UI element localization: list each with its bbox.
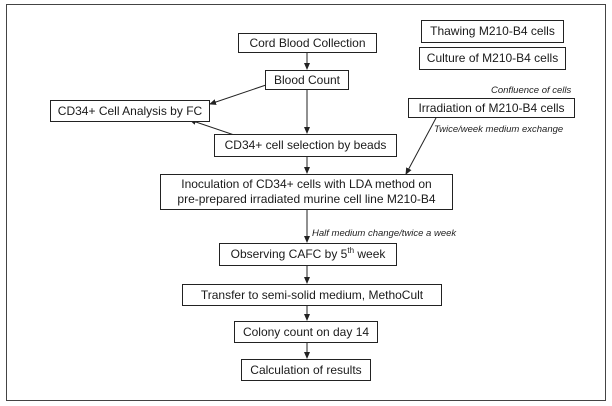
arrow-count-to-analysis [209, 84, 267, 105]
thawing-box: Thawing M210-B4 cells [421, 20, 564, 43]
half-medium-note: Half medium change/twice a week [312, 228, 457, 239]
calculation-box: Calculation of results [241, 359, 371, 381]
irradiation-label: Irradiation of M210-B4 cells [418, 100, 565, 115]
cd34-analysis-label: CD34+ Cell Analysis by FC [57, 103, 203, 118]
transfer-box: Transfer to semi-solid medium, MethoCult [182, 284, 442, 306]
transfer-label: Transfer to semi-solid medium, MethoCult [200, 287, 424, 302]
culture-box: Culture of M210-B4 cells [419, 47, 566, 70]
irradiation-box: Irradiation of M210-B4 cells [408, 98, 575, 118]
diagram-frame [6, 4, 606, 401]
observing-box: Observing CAFC by 5th week [219, 243, 397, 266]
cd34-selection-label: CD34+ cell selection by beads [224, 138, 387, 152]
twice-week-note: Twice/week medium exchange [434, 124, 564, 135]
blood-count-box: Blood Count [265, 70, 349, 90]
cd34-selection-box: CD34+ cell selection by beads [214, 134, 397, 157]
cord-blood-box: Cord Blood Collection [238, 33, 377, 53]
culture-label: Culture of M210-B4 cells [426, 51, 559, 65]
inoculation-label-line1: Inoculation of CD34+ cells with LDA meth… [181, 177, 432, 191]
confluence-note: Confluence of cells [491, 85, 572, 96]
inoculation-label-line2: pre-prepared irradiated murine cell line… [177, 192, 436, 206]
blood-count-label: Blood Count [273, 72, 341, 87]
arrow-irradiation-to-inoculation [405, 117, 437, 175]
colony-count-label: Colony count on day 14 [242, 324, 370, 339]
thawing-label: Thawing M210-B4 cells [430, 24, 555, 38]
observing-label: Observing CAFC by 5th week [230, 246, 386, 262]
colony-count-box: Colony count on day 14 [234, 321, 378, 343]
calculation-label: Calculation of results [250, 362, 362, 377]
cd34-analysis-box: CD34+ Cell Analysis by FC [50, 100, 210, 122]
cord-blood-label: Cord Blood Collection [249, 35, 366, 50]
inoculation-box: Inoculation of CD34+ cells with LDA meth… [160, 174, 453, 210]
